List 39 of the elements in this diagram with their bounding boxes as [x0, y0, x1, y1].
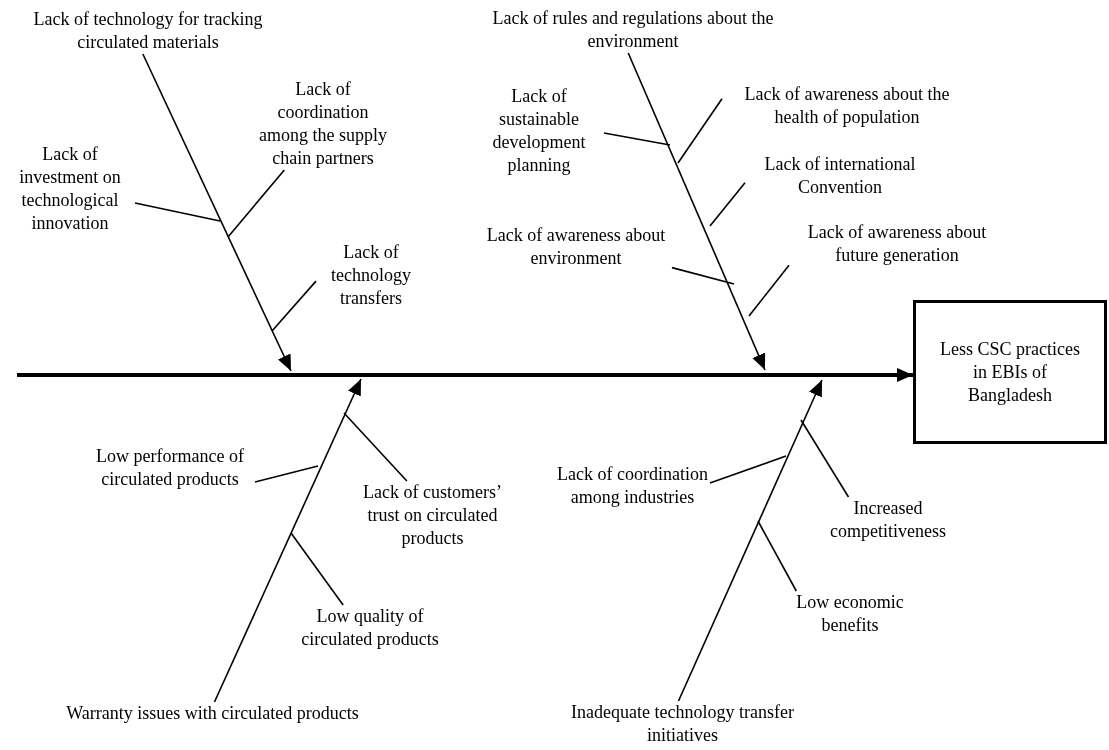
cause-label: Lack of customers’ trust on circulated products [355, 481, 510, 550]
cause-label: Inadequate technology transfer initiatives [545, 701, 820, 747]
cause-label: Lack of awareness about future generation [789, 221, 1005, 267]
cause-label: Lack of sustainable development planning [474, 85, 604, 177]
branch-line [748, 264, 790, 317]
branch-line [227, 169, 286, 238]
cause-label: Lack of coordination among industries [555, 463, 710, 509]
bone-arrow [677, 379, 823, 702]
branch-line [677, 97, 723, 164]
cause-label: Lack of international Convention [745, 153, 935, 199]
cause-label: Lack of technology for tracking circulated materials [12, 8, 284, 54]
branch-line [134, 202, 221, 222]
effect-text: Less CSC practices in EBIs of Bangladesh [939, 337, 1081, 407]
effect-box [913, 300, 1107, 444]
cause-label: Lack of investment on technological innovation [5, 143, 135, 235]
cause-label: Lack of coordination among the supply chain partners [258, 78, 388, 170]
branch-line [709, 455, 787, 484]
bone-arrow [142, 53, 292, 372]
cause-label: Increased competitiveness [818, 497, 958, 543]
cause-label: Low economic benefits [780, 591, 920, 637]
branch-line [343, 412, 408, 482]
bone-arrow [213, 378, 362, 703]
cause-label: Low quality of circulated products [300, 605, 440, 651]
branch-line [290, 532, 344, 606]
branch-line [800, 419, 850, 498]
cause-label: Lack of awareness about environment [480, 224, 672, 270]
branch-line [603, 132, 671, 146]
branch-line [271, 280, 317, 332]
cause-label: Lack of awareness about the health of population [722, 83, 972, 129]
branch-line [254, 465, 319, 483]
branch-line [757, 520, 798, 592]
spine-arrow [17, 368, 913, 382]
bone-arrow [627, 52, 766, 371]
cause-label: Warranty issues with circulated products [65, 702, 360, 725]
cause-label: Lack of technology transfers [316, 241, 426, 310]
cause-label: Lack of rules and regulations about the environment [478, 7, 788, 53]
branch-line [709, 181, 746, 227]
cause-label: Low performance of circulated products [85, 445, 255, 491]
branch-line [671, 266, 735, 285]
